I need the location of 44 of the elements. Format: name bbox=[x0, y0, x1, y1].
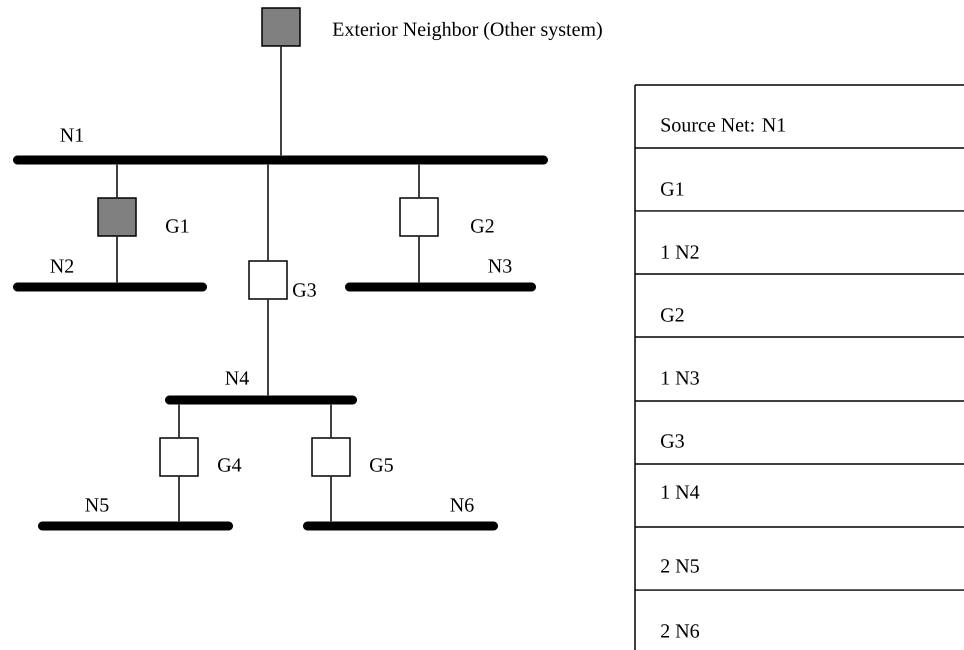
gateway-box: G5 bbox=[311, 437, 393, 477]
node-label: N3 bbox=[488, 259, 512, 273]
table-entry: Source Net: N1 bbox=[662, 118, 786, 132]
connector-line bbox=[418, 236, 420, 282]
gateway-box: G1 bbox=[97, 197, 188, 237]
node-label: G1 bbox=[166, 219, 188, 233]
node-label: G2 bbox=[471, 219, 494, 233]
bus-bar: N3 bbox=[345, 259, 536, 292]
table-entry: 2 N5 bbox=[661, 559, 699, 573]
node-label: G4 bbox=[218, 458, 242, 472]
table-entry: 1 N2 bbox=[662, 245, 699, 259]
bus-bar: N4 bbox=[165, 371, 357, 404]
connector-line bbox=[178, 476, 180, 522]
bus-bar: N2 bbox=[13, 259, 207, 292]
connector-line bbox=[330, 404, 332, 438]
bus-bar: N1 bbox=[13, 128, 548, 164]
gateway-box: G4 bbox=[159, 437, 242, 477]
table-entry: G1 bbox=[661, 182, 684, 196]
node-label: N5 bbox=[85, 498, 108, 512]
connector-line bbox=[330, 476, 332, 522]
connector-line bbox=[280, 46, 282, 156]
gateway-box: Exterior Neighbor (Other system) bbox=[261, 7, 602, 47]
bus-bar: N5 bbox=[38, 498, 233, 530]
table-entry: G2 bbox=[661, 308, 684, 322]
node-label: N2 bbox=[50, 259, 74, 273]
table-entry: 2 N6 bbox=[661, 624, 700, 638]
gateway-box: G3 bbox=[248, 260, 316, 300]
connector-line bbox=[116, 164, 118, 198]
connector-line bbox=[267, 300, 269, 396]
node-label: G5 bbox=[370, 458, 393, 472]
node-label: G3 bbox=[293, 283, 316, 297]
connector-line bbox=[267, 164, 269, 260]
connector-line bbox=[116, 236, 118, 282]
connector-line bbox=[418, 164, 420, 198]
node-label: N1 bbox=[60, 128, 84, 142]
gateway-box: G2 bbox=[399, 197, 494, 237]
bus-bar: N6 bbox=[303, 498, 498, 530]
node-label: N6 bbox=[450, 498, 474, 512]
connector-line bbox=[178, 404, 180, 438]
table-entry: 1 N4 bbox=[662, 485, 700, 499]
table-entry: G3 bbox=[661, 434, 684, 448]
node-label: Exterior Neighbor (Other system) bbox=[332, 22, 602, 40]
node-label: N4 bbox=[225, 371, 249, 385]
table-entry: 1 N3 bbox=[662, 371, 699, 385]
